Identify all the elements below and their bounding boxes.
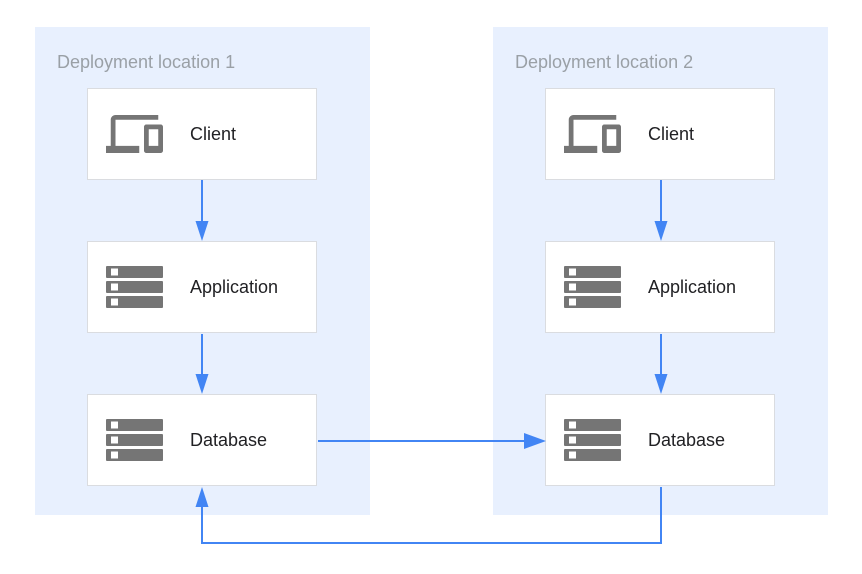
deployment-location-2-title: Deployment location 2 — [515, 52, 694, 72]
node-client-2: Client — [545, 88, 775, 180]
server-rack-icon — [106, 266, 163, 308]
server-rack-icon — [564, 266, 621, 308]
node-label: Database — [190, 429, 268, 450]
devices-icon — [106, 110, 163, 158]
devices-icon — [564, 110, 621, 158]
node-label: Database — [648, 429, 726, 450]
server-rack-icon — [564, 419, 621, 461]
node-database-2: Database — [545, 394, 775, 486]
node-database-1: Database — [87, 394, 317, 486]
deployment-location-1-panel: Deployment location 1 Client A — [35, 27, 370, 515]
deployment-location-1-title: Deployment location 1 — [57, 52, 236, 72]
deployment-location-2-panel: Deployment location 2 Client A — [493, 27, 828, 515]
server-rack-icon — [106, 419, 163, 461]
node-label: Application — [648, 276, 737, 297]
node-application-2: Application — [545, 241, 775, 333]
node-application-1: Application — [87, 241, 317, 333]
node-client-1: Client — [87, 88, 317, 180]
node-label: Client — [190, 123, 237, 144]
node-label: Application — [190, 276, 279, 297]
node-label: Client — [648, 123, 695, 144]
